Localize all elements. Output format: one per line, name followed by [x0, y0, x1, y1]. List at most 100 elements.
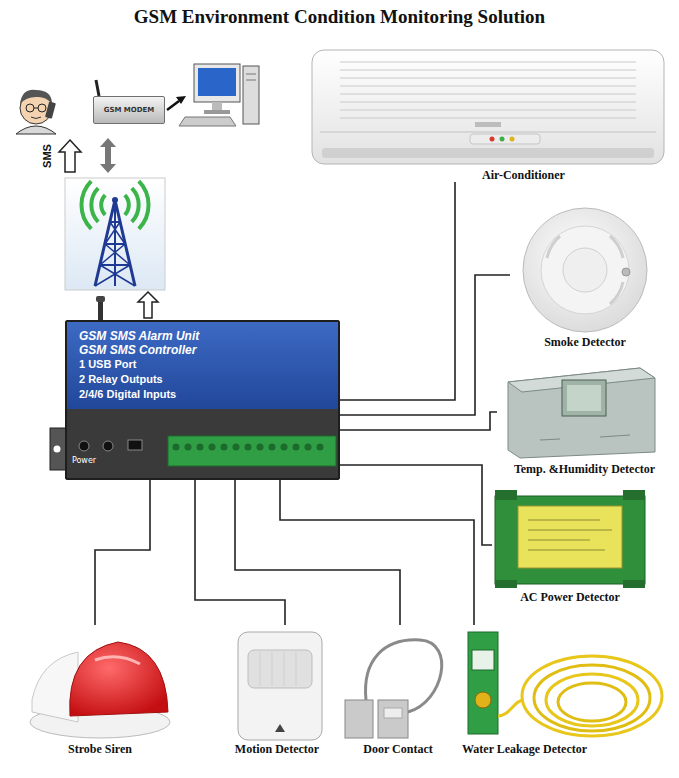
ac-power-detector-unit	[495, 490, 517, 500]
gsm-modem: GSM MODEM	[93, 96, 165, 124]
device-picture-slot	[310, 48, 665, 166]
terminal-screws	[305, 444, 312, 451]
water-leak-unit	[468, 632, 662, 736]
air-conditioner-unit	[475, 122, 501, 127]
signal-wire	[195, 480, 285, 625]
air-conditioner-unit	[470, 134, 540, 144]
gsm-tower	[105, 222, 120, 244]
water-leak-unit	[546, 674, 638, 726]
strobe-siren-unit	[30, 642, 170, 738]
controller-housing	[65, 320, 340, 480]
smoke-detector-unit	[523, 208, 647, 332]
user-icon	[16, 126, 56, 134]
signal-wire	[235, 480, 400, 625]
terminal-screws	[221, 444, 228, 451]
air-conditioner-unit	[510, 137, 515, 142]
smoke-detector-unit	[563, 248, 607, 292]
terminal-screws	[173, 444, 324, 451]
air-conditioner-unit	[500, 137, 505, 142]
gsm-tower	[65, 178, 165, 290]
modem-antenna	[96, 80, 99, 96]
computer-icon	[198, 68, 236, 96]
controller-housing	[168, 436, 336, 466]
gsm-tower	[81, 181, 91, 229]
device-caption: Door Contact	[338, 740, 458, 756]
temp-humidity-unit	[508, 368, 655, 458]
smoke-detector-unit	[610, 282, 623, 304]
gsm-tower	[125, 195, 129, 215]
device-caption: Temp. &Humidity Detector	[497, 460, 672, 476]
smoke-detector-unit	[610, 236, 623, 258]
water-leak-unit	[498, 700, 524, 716]
air-conditioner-unit	[340, 118, 636, 119]
device-picture-slot	[492, 488, 648, 588]
controller-housing	[98, 300, 103, 321]
smoke-detector-unit	[541, 226, 629, 314]
air-conditioner-unit	[312, 50, 664, 164]
air-conditioner-unit	[340, 86, 636, 87]
computer-icon	[243, 66, 259, 124]
gsm-tower	[105, 243, 125, 245]
data-arrow	[100, 138, 116, 173]
uplink-arrow	[138, 292, 158, 318]
user-icon	[16, 90, 56, 134]
user-icon	[26, 104, 34, 112]
controller-face: GSM SMS Alarm UnitGSM SMS Controller1 US…	[67, 322, 338, 409]
device-picture-slot	[25, 625, 175, 740]
user-icon	[45, 101, 56, 118]
modem-antenna	[96, 80, 99, 96]
motion-detector: Motion Detector	[222, 625, 332, 756]
link-arrow	[176, 96, 186, 104]
smoke-detector-unit	[547, 236, 560, 258]
door-contact-unit	[345, 700, 373, 738]
air-conditioner-unit	[490, 137, 495, 142]
terminal-screws	[185, 444, 192, 451]
air-conditioner-unit	[340, 102, 636, 103]
diagram-title: GSM Environment Condition Monitoring Sol…	[0, 6, 679, 28]
computer-icon	[212, 102, 222, 110]
panel-label: 2 Relay Outputs	[79, 372, 326, 387]
device-caption: Air-Conditioner	[310, 166, 665, 182]
gsm-tower	[100, 244, 125, 265]
terminal-screws	[281, 444, 288, 451]
air-conditioner: Air-Conditioner	[310, 48, 665, 182]
motion-detector-unit	[296, 652, 297, 686]
ac-power-detector: AC Power Detector	[492, 488, 648, 604]
data-arrow	[100, 138, 116, 173]
link-arrow	[167, 96, 186, 110]
device-picture-slot	[497, 364, 672, 460]
gsm-tower	[101, 195, 105, 215]
air-conditioner-unit	[340, 62, 636, 63]
user-icon	[20, 90, 52, 104]
temp-humidity-unit	[567, 385, 601, 411]
ac-power-detector-unit	[495, 580, 517, 588]
computer-icon	[194, 64, 240, 102]
signal-wire	[340, 275, 510, 415]
device-caption: Smoke Detector	[510, 333, 660, 349]
signal-wire	[340, 412, 497, 430]
water-leak-unit	[472, 650, 494, 670]
panel-label: 2/4/6 Digital Inputs	[79, 387, 326, 402]
device-caption: AC Power Detector	[492, 588, 648, 604]
controller-housing	[54, 446, 61, 453]
water-leak-unit	[522, 656, 662, 736]
user-icon	[34, 108, 38, 109]
temp-humidity-unit	[562, 380, 606, 416]
door-contact-unit	[384, 708, 402, 718]
water-leak-unit	[475, 692, 491, 708]
signal-wire	[340, 182, 455, 400]
panel-label: GSM SMS Alarm Unit	[79, 329, 326, 343]
temp-humidity-unit	[508, 368, 655, 458]
controller-housing	[96, 296, 105, 302]
controller-housing	[103, 441, 113, 451]
sms-arrow	[59, 140, 81, 172]
terminal-screws	[257, 444, 264, 451]
temp-humidity-unit	[600, 435, 630, 437]
air-conditioner-unit	[312, 50, 664, 164]
air-conditioner-unit	[340, 78, 636, 79]
motion-detector-unit	[260, 652, 261, 686]
signal-wire	[95, 480, 150, 625]
gsm-tower	[110, 221, 120, 223]
gsm-controller: GSM SMS Alarm UnitGSM SMS Controller1 US…	[65, 320, 340, 480]
air-conditioner-unit	[340, 94, 636, 95]
